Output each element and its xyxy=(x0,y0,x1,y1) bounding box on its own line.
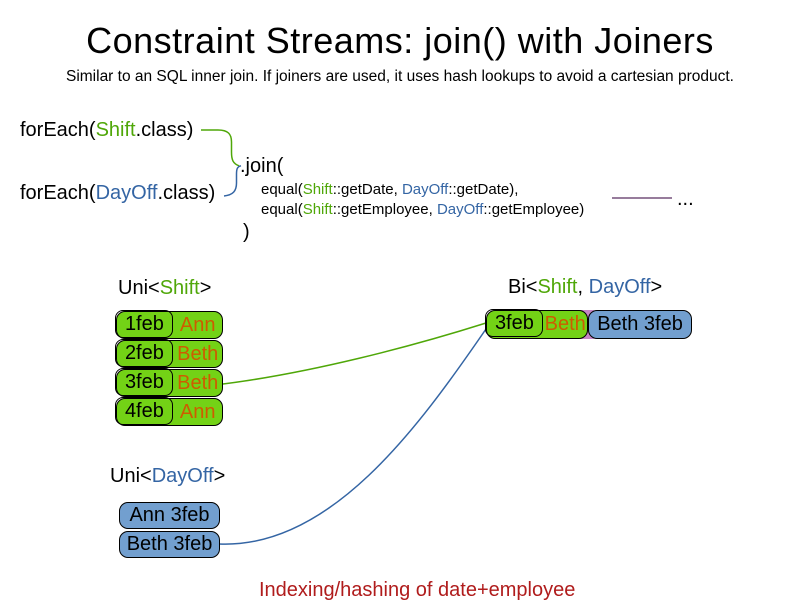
join-brace-green xyxy=(201,129,240,167)
uni-dayoff-table: Ann 3feb Beth 3feb xyxy=(119,502,220,560)
code-text: ::getEmployee) xyxy=(483,201,585,218)
dayoff-token: DayOff xyxy=(401,181,449,198)
code-equal-date: equal(Shift::getDate, DayOff::getDate), xyxy=(261,181,518,198)
bi-label: Bi<Shift, DayOff> xyxy=(508,276,662,299)
shift-token: Shift xyxy=(302,181,333,198)
shift-employee-cell: Beth xyxy=(177,371,219,394)
page-title: Constraint Streams: join() with Joiners xyxy=(86,20,714,61)
code-equal-employee: equal(Shift::getEmployee, DayOff::getEmp… xyxy=(261,201,584,218)
bi-tuple: 3feb Beth Beth 3feb xyxy=(485,309,692,339)
dayoff-type-token: DayOff xyxy=(151,465,214,487)
code-text: .class) xyxy=(157,182,216,204)
more-joiners-ellipsis: ... xyxy=(677,188,694,210)
label-text: Bi< xyxy=(508,276,538,298)
shift-employee-cell: Ann xyxy=(179,313,216,336)
shift-type-token: Shift xyxy=(159,277,200,299)
bi-dayoff-part: Beth 3feb xyxy=(588,310,692,339)
join-brace-blue xyxy=(223,165,242,197)
dayoff-match-connector xyxy=(218,328,487,545)
uni-dayoff-label: Uni<DayOff> xyxy=(110,465,225,488)
label-text: > xyxy=(650,276,663,298)
code-text: ::getEmployee, xyxy=(332,201,437,218)
code-text: forEach( xyxy=(20,182,96,204)
indexing-note-line1: Indexing/hashing of date+employee xyxy=(259,579,576,600)
uni-shift-table: 1feb Ann 2feb Beth 3feb Beth 4feb Ann xyxy=(115,310,223,427)
label-text: > xyxy=(213,465,226,487)
dayoff-row: Ann 3feb xyxy=(119,502,220,529)
shift-date-cell: 3feb xyxy=(115,368,174,397)
code-text: .class) xyxy=(135,119,194,141)
shift-employee-cell: Beth xyxy=(177,342,219,365)
uni-shift-label: Uni<Shift> xyxy=(118,277,211,300)
code-foreach-dayoff: forEach(DayOff.class) xyxy=(20,182,215,205)
code-join-open: .join( xyxy=(240,155,284,177)
bi-shift-date-cell: 3feb xyxy=(485,309,544,338)
shift-row: 4feb Ann xyxy=(115,397,223,426)
code-text: ::getDate), xyxy=(448,181,519,198)
shift-date-cell: 4feb xyxy=(115,397,174,426)
indexing-note: Indexing/hashing of date+employee to sca… xyxy=(259,533,590,600)
dayoff-token: DayOff xyxy=(436,201,484,218)
code-text: forEach( xyxy=(20,119,96,141)
shift-type-token: Shift xyxy=(537,276,578,298)
label-text: Uni< xyxy=(110,465,152,487)
dayoff-type-token: DayOff xyxy=(588,276,651,298)
shift-row: 2feb Beth xyxy=(115,339,223,368)
bi-shift-part: 3feb Beth xyxy=(485,309,588,339)
shift-token: Shift xyxy=(302,201,333,218)
label-text: Uni< xyxy=(118,277,160,299)
shift-date-cell: 1feb xyxy=(115,310,174,339)
shift-match-connector xyxy=(222,322,487,385)
shift-date-cell: 2feb xyxy=(115,339,174,368)
page-subtitle: Similar to an SQL inner join. If joiners… xyxy=(65,68,734,85)
shift-row: 3feb Beth xyxy=(115,368,223,397)
code-join-close: ) xyxy=(243,221,250,243)
shift-employee-cell: Ann xyxy=(179,400,216,423)
dayoff-row: Beth 3feb xyxy=(119,531,220,558)
shift-class-token: Shift xyxy=(95,119,136,141)
code-foreach-shift: forEach(Shift.class) xyxy=(20,119,193,142)
bi-shift-employee-cell: Beth xyxy=(544,313,586,335)
label-text: , xyxy=(577,276,589,298)
dayoff-class-token: DayOff xyxy=(95,182,158,204)
code-text: ::getDate, xyxy=(332,181,402,198)
code-text: equal( xyxy=(261,201,303,218)
code-text: equal( xyxy=(261,181,303,198)
label-text: > xyxy=(199,277,212,299)
shift-row: 1feb Ann xyxy=(115,310,223,339)
